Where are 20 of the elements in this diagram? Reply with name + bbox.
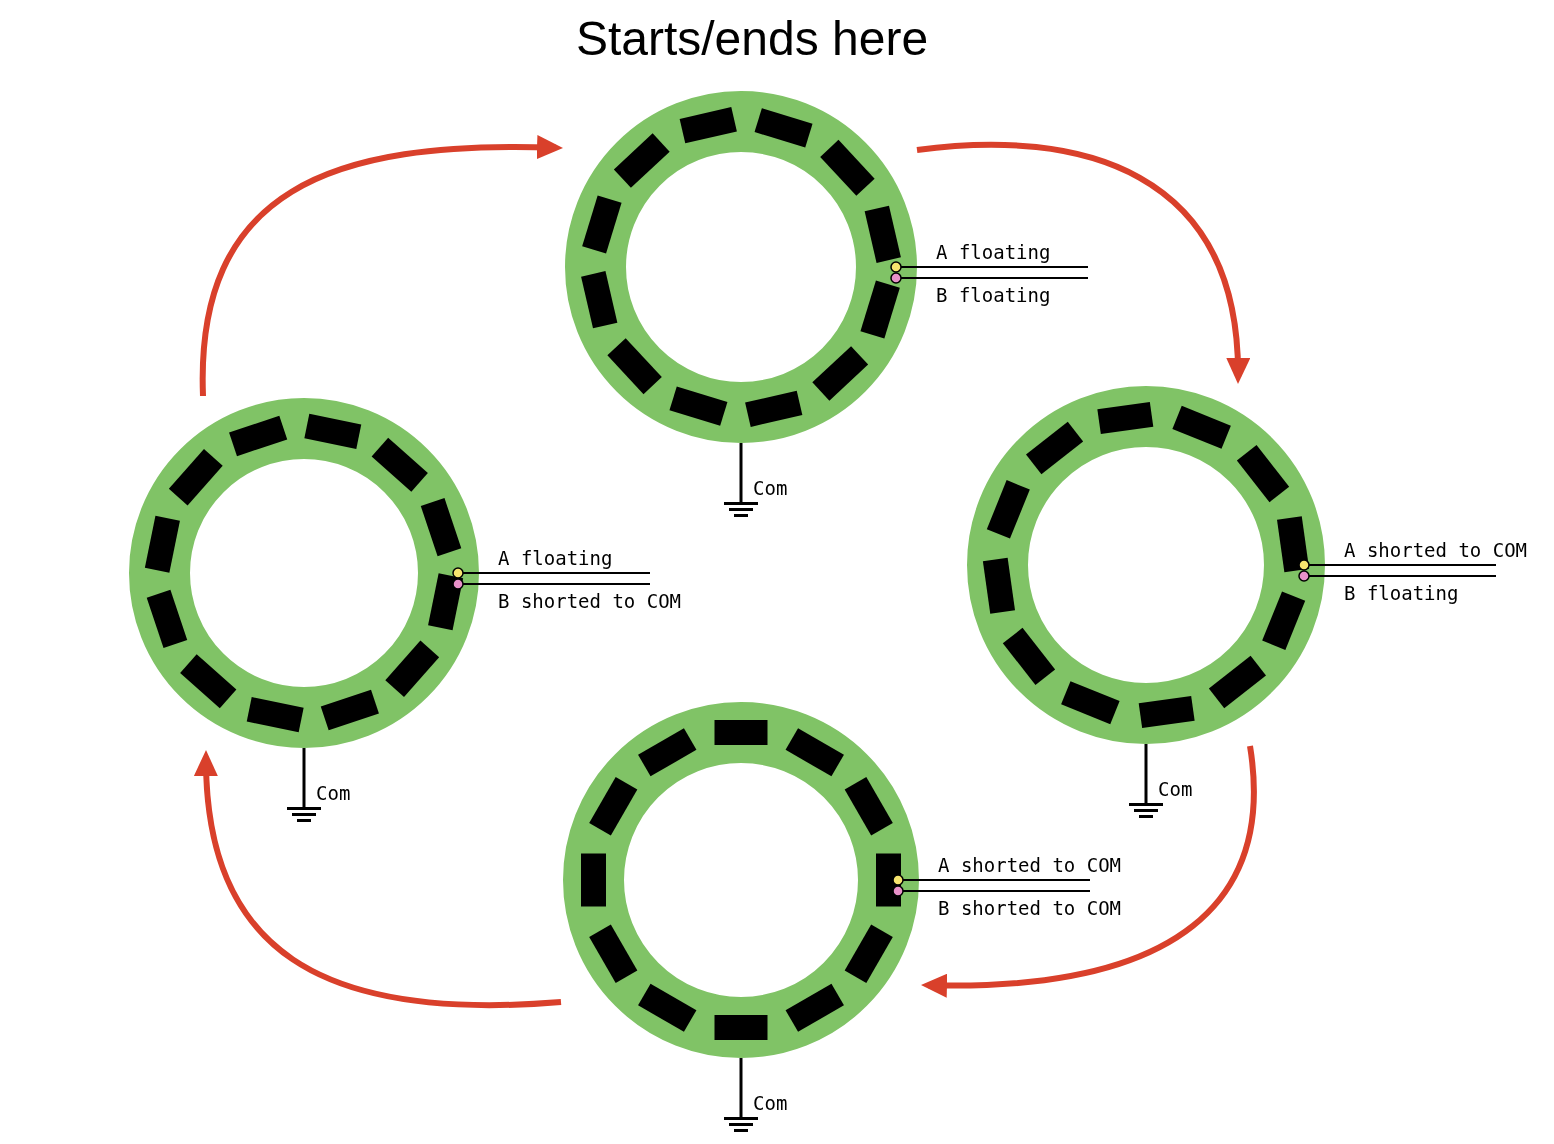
state-label: A floating xyxy=(498,547,613,569)
state-label: A shorted to COM xyxy=(1344,539,1528,561)
pin-label: Com xyxy=(316,782,351,804)
state-label: B floating xyxy=(936,284,1051,306)
arrow xyxy=(916,141,1249,384)
state-label: B floating xyxy=(1344,582,1459,604)
encoder-disc xyxy=(565,91,917,443)
state-label: B shorted to COM xyxy=(498,590,682,612)
pin-label: Com xyxy=(753,1092,788,1114)
arrow xyxy=(921,745,1257,998)
encoder-disc xyxy=(129,398,479,748)
arrow xyxy=(200,135,563,397)
state-label: B shorted to COM xyxy=(938,897,1122,919)
state-label: A shorted to COM xyxy=(938,854,1122,876)
encoder-disc xyxy=(967,386,1325,744)
pin-label: Com xyxy=(1158,778,1193,800)
arrow xyxy=(194,750,562,1009)
state-label: A floating xyxy=(936,241,1051,263)
diagram-title: Starts/ends here xyxy=(575,11,929,67)
pin-label: Com xyxy=(753,477,788,499)
